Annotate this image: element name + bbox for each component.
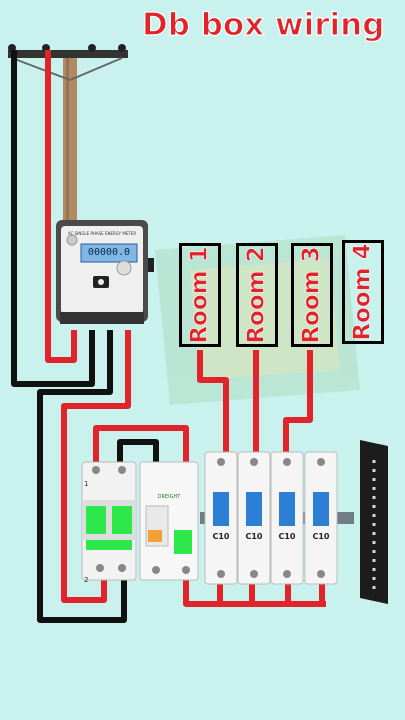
room-1-text: Room 1	[187, 246, 214, 344]
meter-display: 00000.0	[87, 247, 131, 258]
earth-bar	[360, 440, 388, 604]
main-breaker-mark-1: 1	[84, 480, 89, 488]
mcb-3	[270, 451, 304, 585]
room-2-label: Room 2	[236, 243, 278, 347]
breaker-to-rccb-wires	[93, 425, 189, 462]
meter-header: AC SINGLE PHASE ENERGY METER	[67, 231, 137, 236]
page-title: Db box wiring	[141, 6, 385, 43]
mcb-2	[237, 451, 271, 585]
mcb-3-rating: C10	[278, 532, 296, 541]
room-4-text: Room 4	[350, 243, 377, 341]
mcb-4-rating: C10	[312, 532, 330, 541]
mcb-4	[304, 451, 338, 585]
main-breaker	[81, 461, 137, 581]
mcb-1-rating: C10	[212, 532, 230, 541]
room-1-label: Room 1	[179, 243, 221, 347]
mcb-1	[204, 451, 238, 585]
main-breaker-mark-2: 2	[84, 576, 89, 584]
room-4-label: Room 4	[342, 240, 384, 344]
room-2-text: Room 2	[244, 246, 271, 344]
rccb-breaker	[139, 461, 199, 581]
room-3-label: Room 3	[291, 243, 333, 347]
energy-meter	[56, 220, 154, 324]
rccb-label: DREIGHT	[157, 494, 181, 500]
mcb-to-room-wires	[197, 350, 313, 462]
utility-pole	[8, 44, 128, 230]
mcb-2-rating: C10	[245, 532, 263, 541]
meter-output-wires	[37, 330, 131, 623]
room-3-text: Room 3	[299, 246, 326, 344]
supply-wires	[11, 50, 95, 387]
